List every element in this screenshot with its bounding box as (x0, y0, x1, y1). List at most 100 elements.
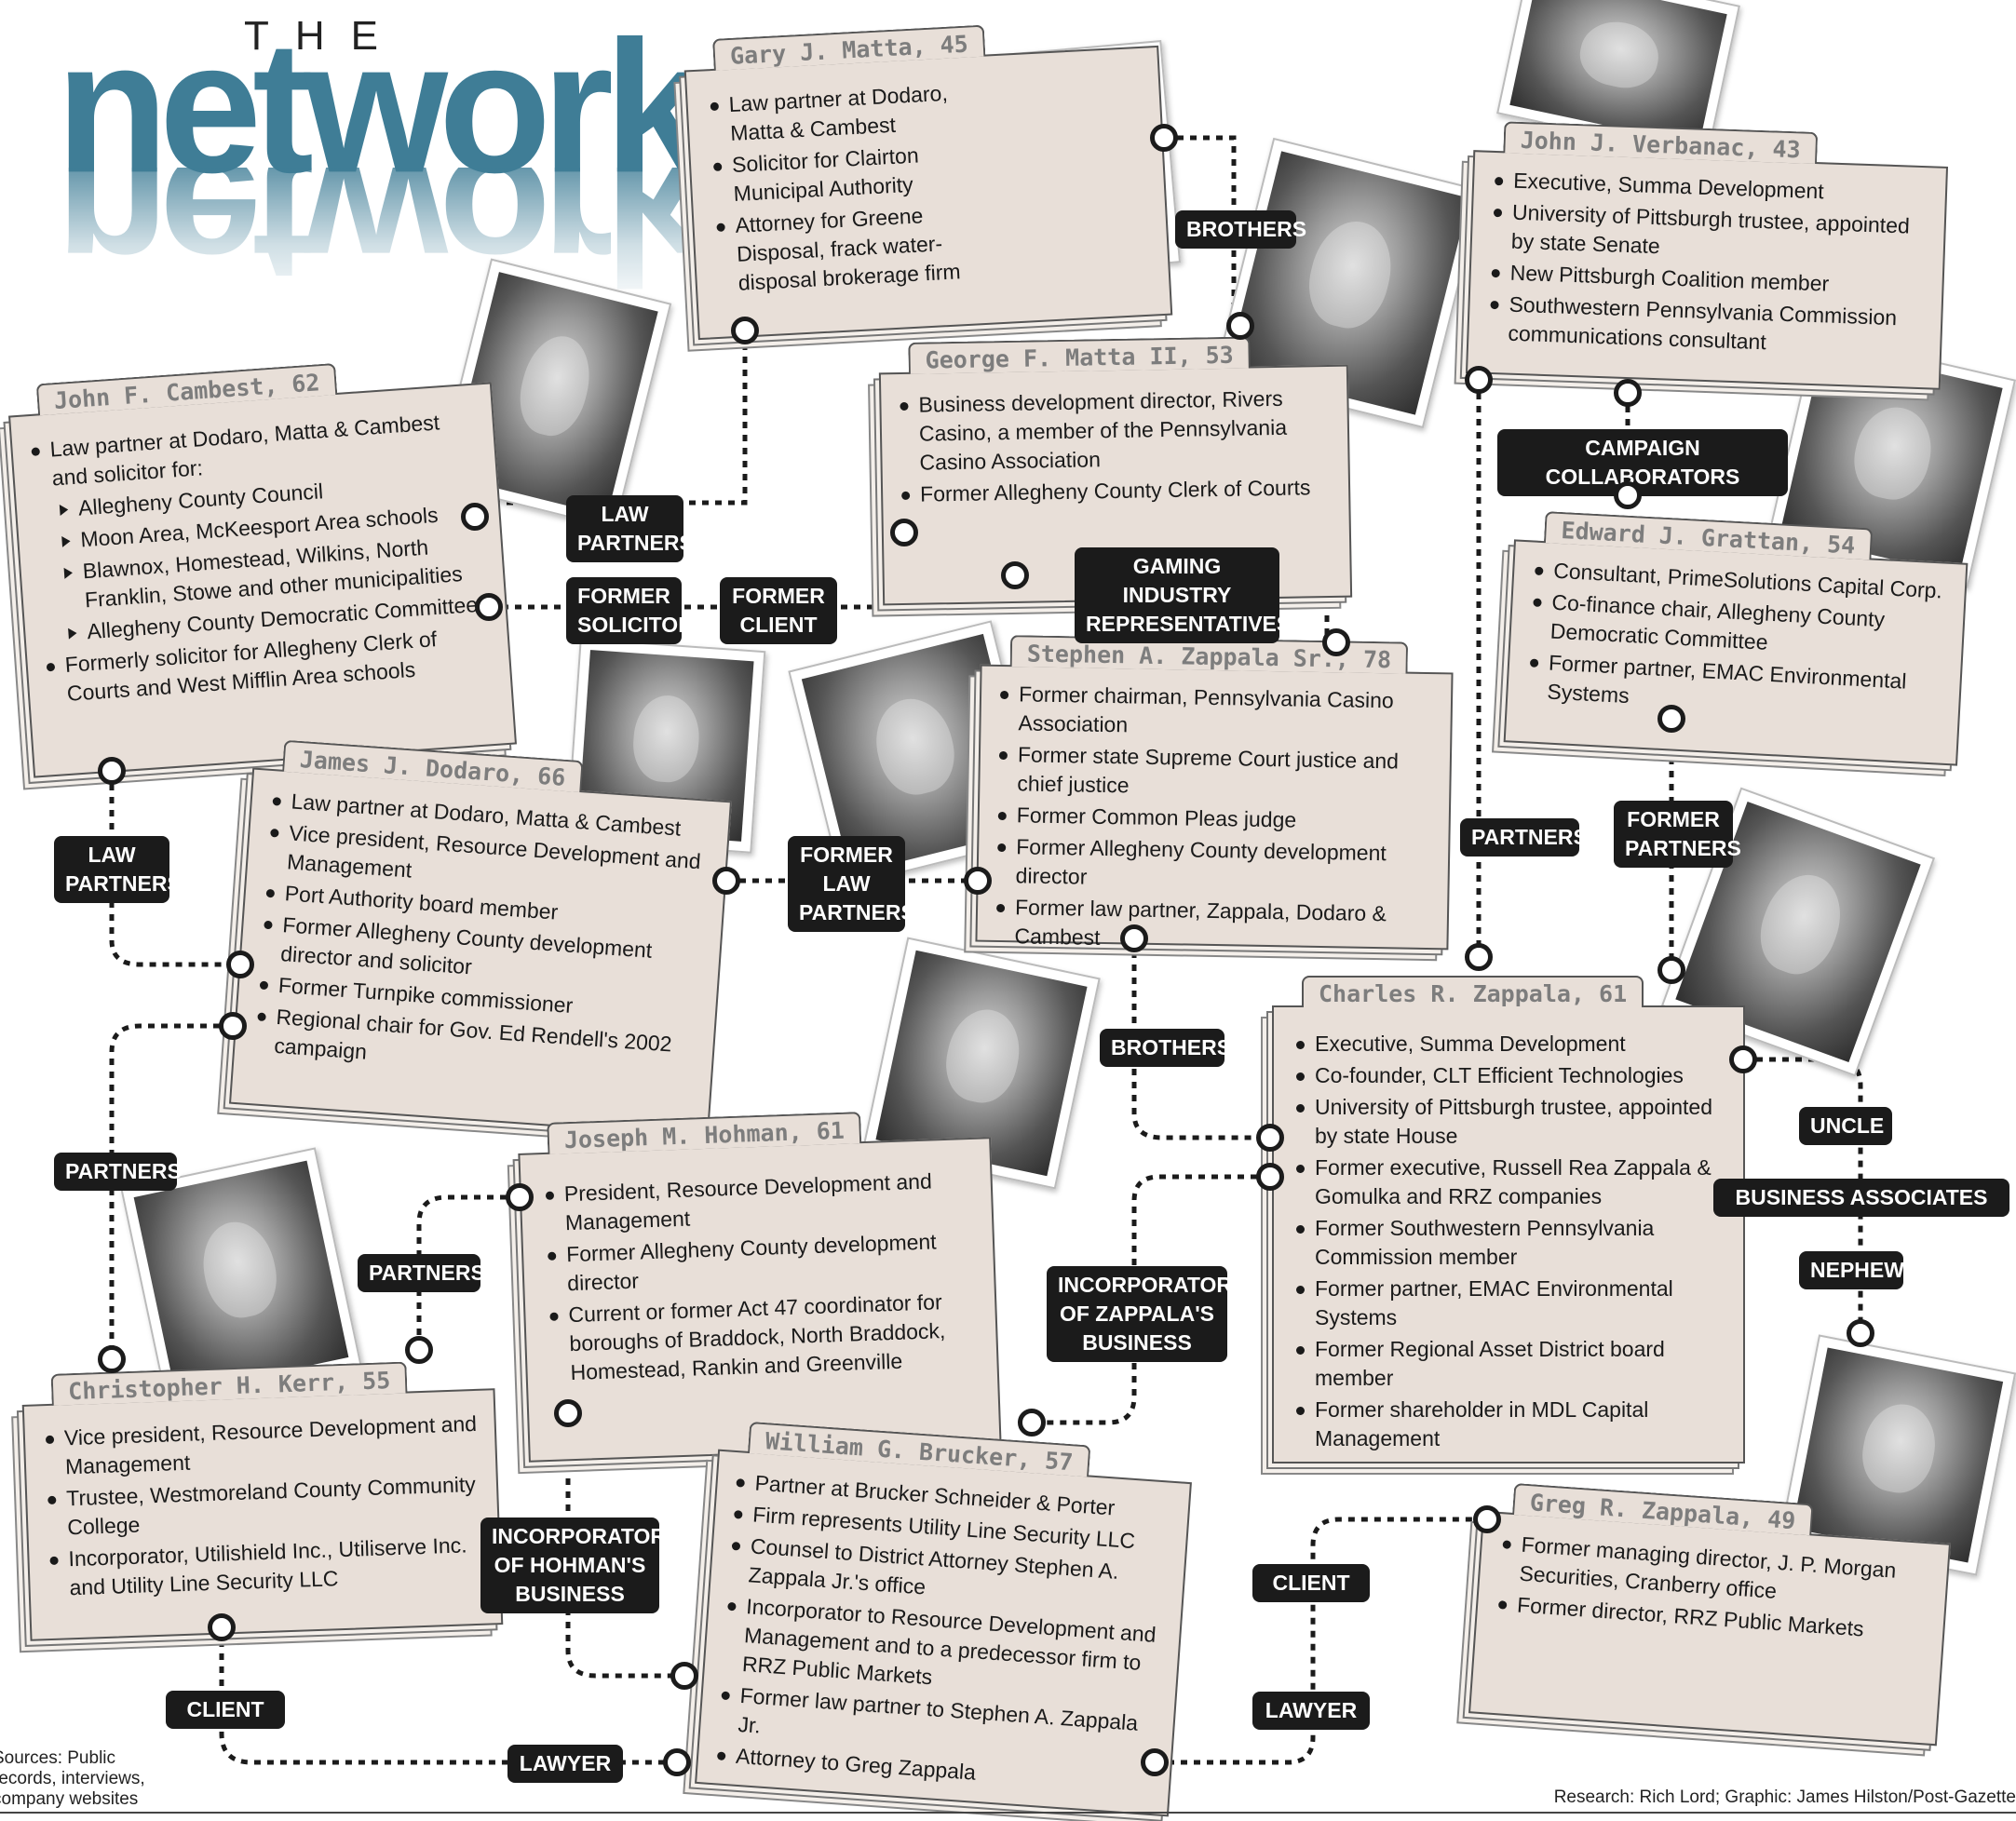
label-lawyer-left: LAWYER (507, 1745, 623, 1783)
label-lawyer-right: LAWYER (1252, 1692, 1370, 1730)
node (1001, 561, 1029, 589)
node (1657, 956, 1685, 984)
node (1614, 379, 1642, 407)
card-james-dodaro: James J. Dodaro, 66 Law partner at Dodar… (229, 739, 732, 1138)
node (208, 1613, 236, 1641)
list-john-verbanac: Executive, Summa Development University … (1468, 152, 1946, 363)
bottom-rule (0, 1812, 2016, 1814)
item: Law partner at Dodaro, Matta & Cambest (704, 78, 956, 149)
item: Former Regional Asset District board mem… (1291, 1335, 1732, 1393)
footer-credit: Research: Rich Lord; Graphic: James Hils… (1553, 1787, 2016, 1807)
list-james-dodaro: Law partner at Dodaro, Matta & Cambest V… (234, 770, 729, 1091)
item: Former Allegheny County development dire… (991, 832, 1437, 897)
node (461, 503, 489, 531)
label-uncle: UNCLE (1799, 1107, 1892, 1145)
list-edward-grattan: Consultant, PrimeSolutions Capital Corp.… (1508, 541, 1966, 727)
list-gary-matta: Law partner at Dodaro, Matta & Cambest S… (686, 47, 1169, 300)
label-partners-mid: PARTNERS (1460, 818, 1588, 857)
node (475, 593, 503, 621)
node (964, 867, 992, 895)
node (98, 757, 126, 785)
label-law-partners-left: LAW PARTNERS (54, 836, 182, 903)
node (663, 1748, 691, 1776)
node (219, 1012, 247, 1040)
label-campaign-collaborators: CAMPAIGN COLLABORATORS (1497, 429, 1788, 496)
node (1847, 1319, 1874, 1347)
item: Current or former Act 47 coordinator for… (544, 1287, 984, 1388)
node (1141, 1748, 1169, 1776)
item: Former Allegheny County Clerk of Courts (896, 473, 1335, 509)
card-john-verbanac: John J. Verbanac, 43 Executive, Summa De… (1465, 121, 1949, 390)
node (1256, 1163, 1284, 1191)
label-nephew: NEPHEW (1799, 1251, 1904, 1289)
item: University of Pittsburgh trustee, appoin… (1291, 1093, 1732, 1151)
label-former-partners: FORMER PARTNERS (1614, 801, 1741, 868)
node (731, 317, 759, 344)
item: Former executive, Russell Rea Zappala & … (1291, 1153, 1732, 1211)
footer-sources: Sources: Public records, interviews, com… (0, 1748, 145, 1809)
label-gaming-industry: GAMING INDUSTRY REPRESENTATIVES (1075, 547, 1291, 643)
node (98, 1345, 126, 1373)
node (1473, 1505, 1501, 1533)
card-edward-grattan: Edward J. Grattan, 54 Consultant, PrimeS… (1503, 511, 1969, 766)
item: Former chairman, Pennsylvania Casino Ass… (994, 680, 1440, 745)
node (1018, 1409, 1046, 1437)
node (1465, 366, 1493, 394)
label-client-left: CLIENT (166, 1691, 285, 1729)
list-john-cambest: Law partner at Dodaro, Matta & Cambest a… (10, 384, 510, 710)
node (1729, 1045, 1757, 1073)
list-stephen-zappala-sr: Former chairman, Pennsylvania Casino Ass… (977, 667, 1451, 959)
item: Incorporator, Utilishield Inc., Utiliser… (44, 1531, 489, 1604)
list-charles-zappala: Executive, Summa Development Co-founder,… (1274, 1007, 1743, 1453)
label-brothers-mid: BROTHERS (1100, 1029, 1231, 1067)
list-joseph-hohman: President, Resource Development and Mana… (520, 1139, 996, 1388)
label-business-associates: BUSINESS ASSOCIATES (1713, 1179, 2009, 1217)
item: Solicitor for Clairton Municipal Authori… (707, 139, 959, 209)
node (890, 519, 918, 546)
item: Business development director, Rivers Ca… (894, 384, 1335, 478)
title-network: network (56, 1, 707, 212)
name-george-matta: George F. Matta II, 53 (908, 336, 1251, 374)
card-joseph-hohman: Joseph M. Hohman, 61 President, Resource… (518, 1112, 1002, 1463)
card-william-brucker: William G. Brucker, 57 Partner at Brucke… (695, 1421, 1192, 1817)
node (1150, 124, 1178, 152)
card-charles-zappala: Charles R. Zappala, 61 Executive, Summa … (1272, 976, 1745, 1464)
list-william-brucker: Partner at Brucker Schneider & Porter Fi… (697, 1451, 1190, 1801)
label-incorporator-hohman: INCORPORATOR OF HOHMAN'S BUSINESS (480, 1518, 666, 1613)
node (506, 1183, 534, 1211)
list-george-matta: Business development director, Rivers Ca… (881, 367, 1348, 510)
label-former-law-partners: FORMER LAW PARTNERS (788, 836, 915, 932)
label-partners-left: PARTNERS (54, 1153, 182, 1191)
name-charles-zappala: Charles R. Zappala, 61 (1302, 976, 1644, 1007)
node (1614, 481, 1642, 509)
node (670, 1662, 698, 1690)
node (712, 867, 740, 895)
item: Southwestern Pennsylvania Commission com… (1483, 290, 1928, 363)
node (1120, 924, 1148, 952)
node (1465, 943, 1493, 971)
list-christopher-kerr: Vice president, Resource Development and… (24, 1390, 500, 1603)
label-incorporator-zappala: INCORPORATOR OF ZAPPALA'S BUSINESS (1047, 1266, 1232, 1362)
item: Co-founder, CLT Efficient Technologies (1291, 1061, 1732, 1090)
item: Executive, Summa Development (1291, 1030, 1732, 1059)
item: Attorney for Greene Disposal, frack wate… (710, 199, 965, 299)
node (405, 1336, 433, 1364)
item: Former Common Pleas judge (993, 801, 1438, 837)
item: Former law partner, Zappala, Dodaro & Ca… (990, 893, 1436, 958)
card-greg-zappala: Greg R. Zappala, 49 Former managing dire… (1468, 1482, 1951, 1747)
label-client-right: CLIENT (1252, 1564, 1370, 1602)
label-former-client: FORMER CLIENT (720, 577, 837, 644)
item: Former partner, EMAC Environmental Syste… (1291, 1275, 1732, 1332)
card-stephen-zappala-sr: Stephen A. Zappala Sr., 78 Former chairm… (975, 635, 1454, 951)
label-brothers-top: BROTHERS (1175, 210, 1306, 249)
label-law-partners-top: LAW PARTNERS (566, 495, 694, 562)
title-the: THE (244, 13, 404, 59)
card-christopher-kerr: Christopher H. Kerr, 55 Vice president, … (21, 1361, 504, 1641)
node (1322, 628, 1350, 656)
label-partners-kerr: PARTNERS (358, 1254, 485, 1292)
node (1657, 705, 1685, 733)
node (554, 1399, 582, 1427)
item: Former Southwestern Pennsylvania Commiss… (1291, 1214, 1732, 1272)
label-former-solicitor: FORMER SOLICITOR (566, 577, 694, 644)
node (226, 951, 254, 978)
